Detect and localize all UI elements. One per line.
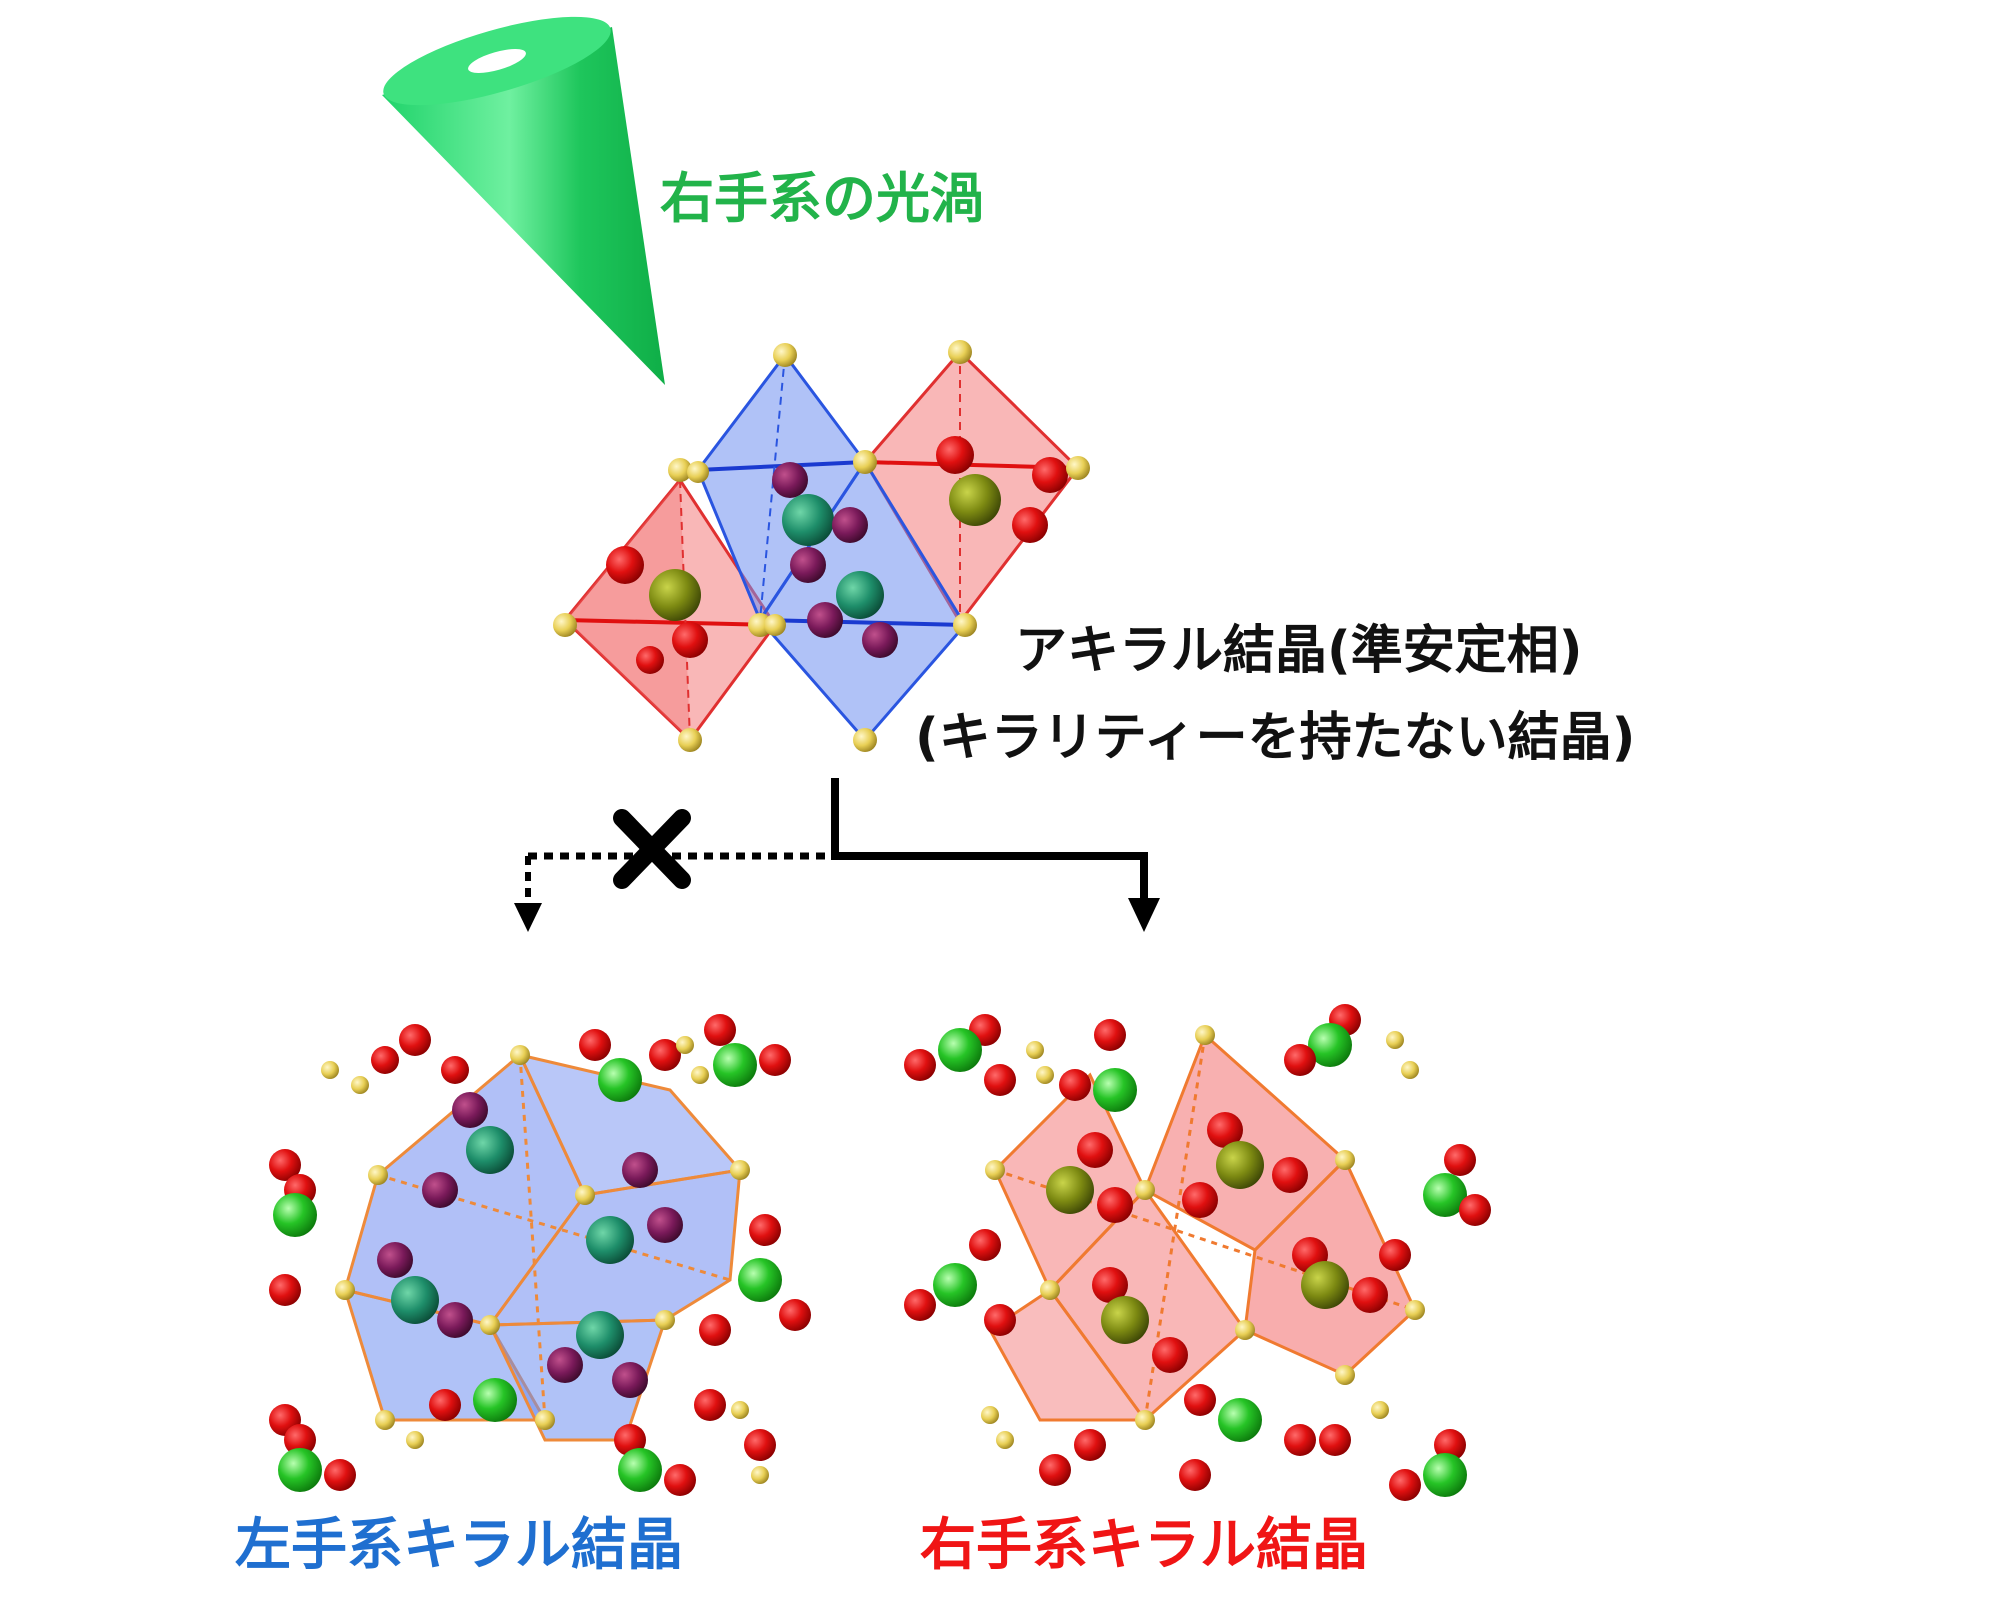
right-chiral-crystal-label: 右手系キラル結晶 <box>920 1513 1368 1578</box>
light-vortex-label: 右手系の光渦 <box>660 167 984 230</box>
left-chiral-crystal-label: 左手系キラル結晶 <box>235 1513 683 1578</box>
down-arrow-icon <box>1128 898 1160 932</box>
x-mark-icon <box>613 809 691 889</box>
achiral-crystal <box>553 340 1090 752</box>
branch-arrows <box>514 778 1160 932</box>
achiral-crystal-sublabel: (キラリティーを持たない結晶) <box>915 708 1636 768</box>
light-vortex-cone <box>382 16 665 385</box>
right-chiral-crystal <box>904 1004 1491 1501</box>
achiral-crystal-label: アキラル結晶(準安定相) <box>1015 621 1583 681</box>
left-chiral-crystal <box>269 1014 811 1496</box>
down-arrow-icon <box>514 903 542 932</box>
